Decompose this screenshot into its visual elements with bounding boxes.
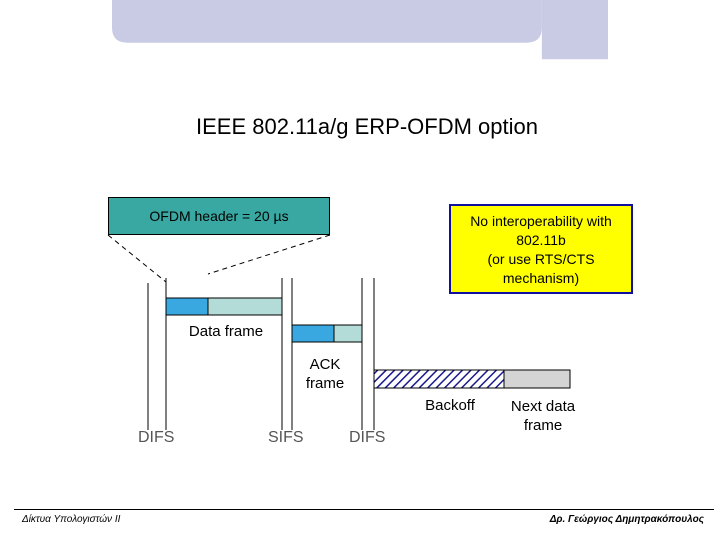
footer-divider xyxy=(14,509,714,510)
footer-course: Δίκτυα Υπολογιστών II xyxy=(22,514,121,525)
difs-label: DIFS xyxy=(138,429,175,446)
backoff-window xyxy=(373,369,505,389)
top-banner xyxy=(112,0,608,60)
data-frame-header xyxy=(165,297,209,316)
backoff-label: Backoff xyxy=(425,397,475,414)
ack-frame-label: ACK frame xyxy=(305,356,345,392)
ack-frame-header xyxy=(291,324,335,343)
footer-author: Δρ. Γεώργιος Δημητρακόπουλος xyxy=(549,514,704,525)
dashed-callout-line xyxy=(107,234,167,283)
sifs-label: SIFS xyxy=(268,429,304,446)
ofdm-header-box: OFDM header = 20 µs xyxy=(108,197,330,235)
difs-label-2: DIFS xyxy=(349,429,386,446)
data-frame-body xyxy=(207,297,283,316)
note-line: mechanism) xyxy=(502,270,580,286)
ack-frame-body xyxy=(333,324,363,343)
note-line: 802.11b xyxy=(516,232,566,248)
dashed-callout-line xyxy=(207,234,331,275)
interoperability-note: No interoperability with 802.11b (or use… xyxy=(449,204,633,294)
next-data-frame xyxy=(503,369,571,389)
note-line: No interoperability with xyxy=(470,213,612,229)
slide-title: IEEE 802.11a/g ERP-OFDM option xyxy=(196,114,538,139)
data-frame-label: Data frame xyxy=(188,323,264,340)
note-line: (or use RTS/CTS xyxy=(487,251,595,267)
next-data-frame-label: Next data frame xyxy=(510,398,576,434)
